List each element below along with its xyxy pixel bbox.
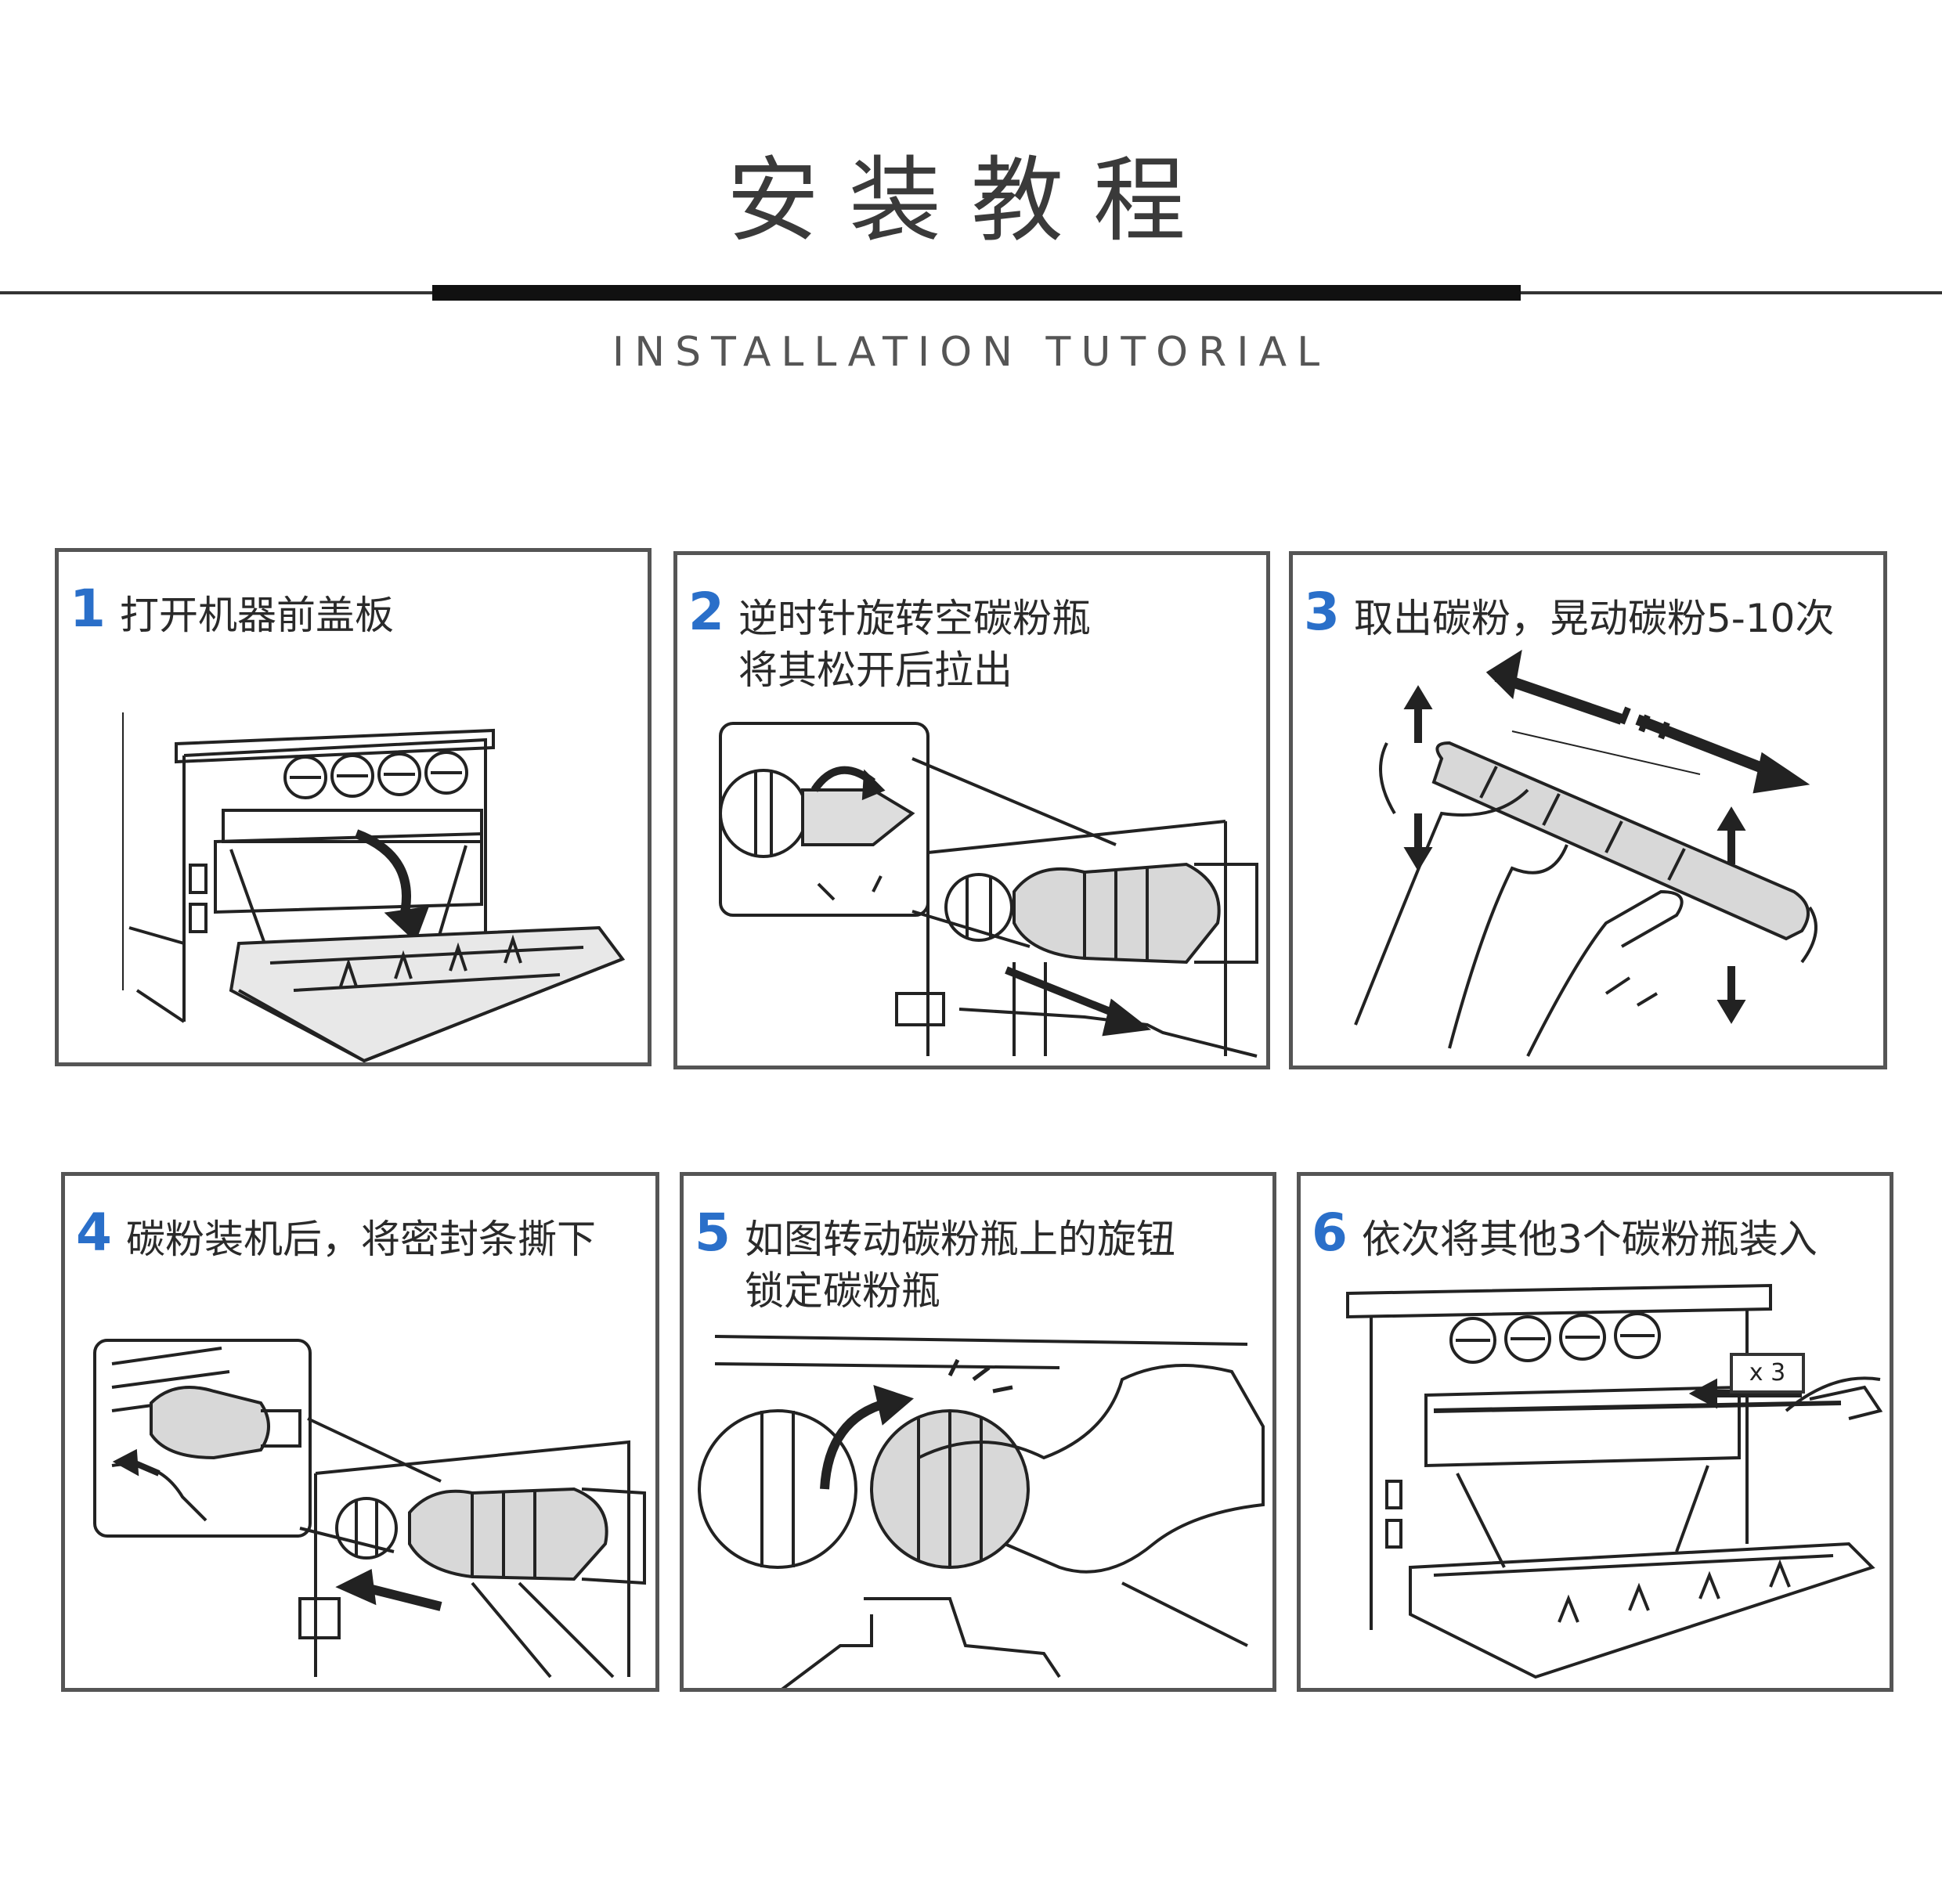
step-panel-5: 5 如图转动碳粉瓶上的旋钮 锁定碳粉瓶	[680, 1172, 1276, 1692]
title-rule-thick	[432, 285, 1521, 301]
step-panel-6: x 3 6 依次将其他3个碳粉瓶装入	[1297, 1172, 1893, 1692]
step-caption-2: 逆时针旋转空碳粉瓶 将其松开后拉出	[738, 596, 1091, 693]
printer-open-cover-illustration	[122, 712, 626, 1062]
step-caption-5: 如图转动碳粉瓶上的旋钮 锁定碳粉瓶	[745, 1217, 1175, 1314]
page-title: 安装教程	[726, 146, 1215, 254]
step-panel-4: 4 碳粉装机后，将密封条撕下	[61, 1172, 659, 1692]
step-number-5: 5	[695, 1203, 731, 1263]
step-panel-3: 3 取出碳粉，晃动碳粉5-10次	[1289, 551, 1887, 1069]
step-panel-2: 2 逆时针旋转空碳粉瓶 将其松开后拉出	[673, 551, 1270, 1069]
step-number-3: 3	[1304, 582, 1340, 642]
page-subtitle: INSTALLATION TUTORIAL	[612, 329, 1330, 376]
lock-toner-knob-illustration	[698, 1335, 1265, 1688]
step-number-2: 2	[688, 582, 724, 642]
remove-seal-strip-illustration	[93, 1339, 646, 1679]
remove-toner-bottle-illustration	[719, 722, 1258, 1058]
step-caption-4: 碳粉装机后，将密封条撕下	[126, 1217, 596, 1262]
step-panel-1: 1 打开机器前盖板	[55, 548, 652, 1066]
step-caption-1: 打开机器前盖板	[120, 593, 394, 638]
step-number-1: 1	[70, 579, 106, 639]
step-caption-6: 依次将其他3个碳粉瓶装入	[1362, 1217, 1817, 1262]
times-three-badge: x 3	[1730, 1353, 1805, 1394]
step-number-4: 4	[76, 1203, 112, 1263]
shake-toner-illustration	[1354, 649, 1817, 1057]
step-caption-3: 取出碳粉，晃动碳粉5-10次	[1354, 596, 1835, 641]
install-remaining-bottles-illustration	[1346, 1283, 1883, 1679]
step-number-6: 6	[1312, 1203, 1348, 1263]
